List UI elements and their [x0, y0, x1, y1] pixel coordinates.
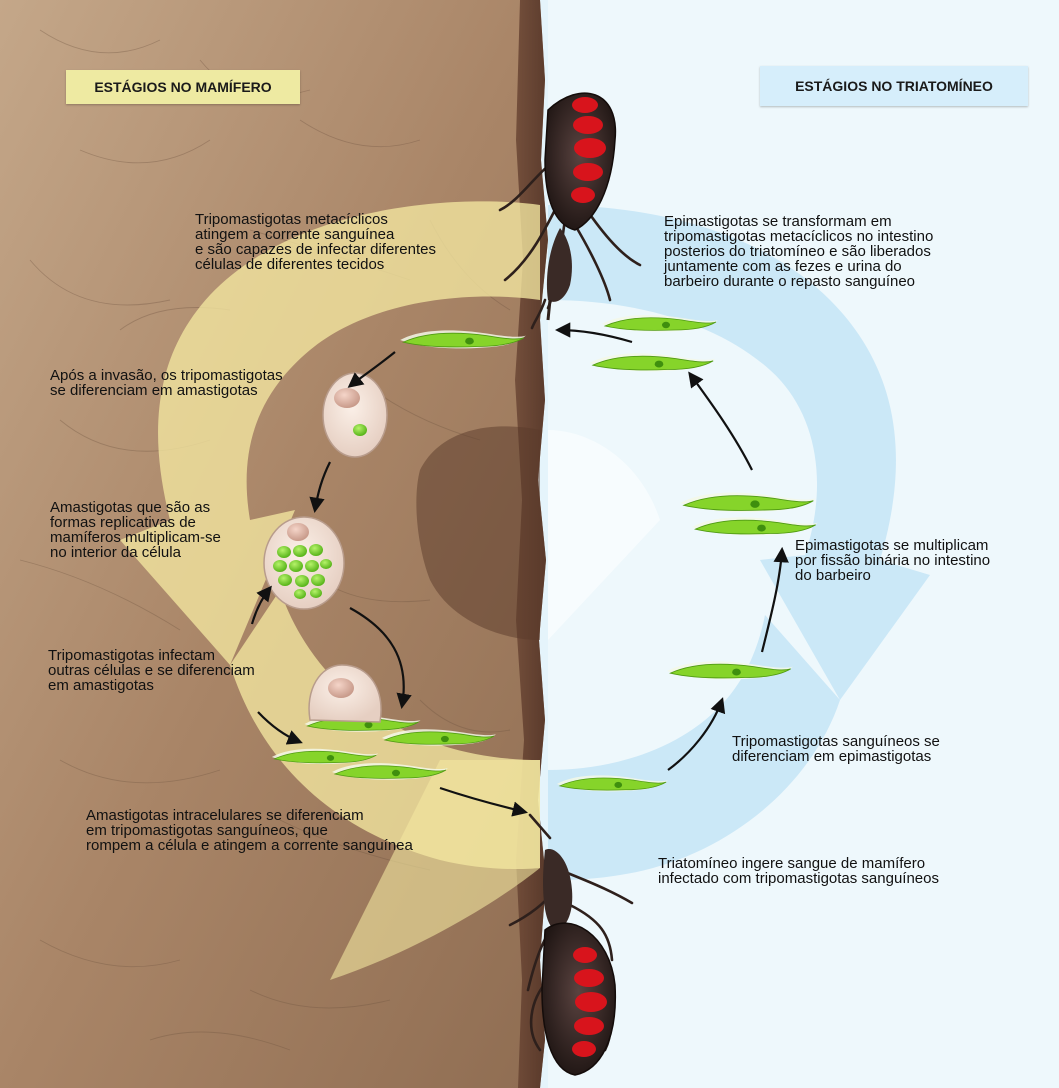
caption-metacyclic-bloodstream: Tripomastigotas metacíclicos atingem a c…: [195, 212, 436, 272]
caption-intracellular-diff: Amastigotas intracelulares se diferencia…: [86, 808, 413, 853]
caption-amastigote-replicate: Amastigotas que são as formas replicativ…: [50, 500, 221, 560]
caption-epimastigote-multiply: Epimastigotas se multiplicam por fissão …: [795, 538, 990, 583]
caption-triatomine-ingest: Triatomíneo ingere sangue de mamífero in…: [658, 856, 939, 886]
host-cell-icon: [323, 373, 387, 457]
caption-blood-trypomastigote-diff: Tripomastigotas sanguíneos se diferencia…: [732, 734, 940, 764]
caption-trypomastigote-infect: Tripomastigotas infectam outras células …: [48, 648, 255, 693]
host-cell-icon: [264, 517, 344, 609]
triatomine-stages-header: ESTÁGIOS NO TRIATOMÍNEO: [760, 66, 1028, 106]
caption-after-invasion: Após a invasão, os tripomastigotas se di…: [50, 368, 283, 398]
caption-epimastigote-transform: Epimastigotas se transformam em tripomas…: [664, 214, 933, 289]
mammal-stages-header: ESTÁGIOS NO MAMÍFERO: [66, 70, 300, 104]
